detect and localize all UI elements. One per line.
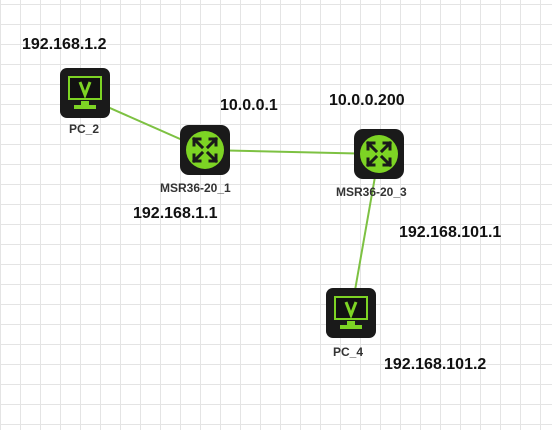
router-3-ip-wan: 10.0.0.200: [329, 92, 405, 109]
router-arrows-icon: [354, 129, 404, 179]
router-1-ip-wan: 10.0.0.1: [220, 97, 278, 114]
pc4-ip: 192.168.101.2: [384, 356, 487, 373]
router-1-node[interactable]: [180, 125, 230, 175]
pc2-node[interactable]: [60, 68, 110, 118]
pc2-ip: 192.168.1.2: [22, 36, 107, 53]
pc4-label: PC_4: [333, 345, 364, 359]
link-r3-pc4[interactable]: [350, 153, 380, 314]
pc4-node[interactable]: [326, 288, 376, 338]
router-1-label: MSR36-20_1: [160, 181, 231, 195]
monitor-icon: [60, 68, 110, 118]
link-r1-r3[interactable]: [204, 149, 380, 155]
router-3-node[interactable]: [354, 129, 404, 179]
router-3-label: MSR36-20_3: [336, 185, 407, 199]
router-3-ip-lan: 192.168.101.1: [399, 224, 502, 241]
router-arrows-icon: [180, 125, 230, 175]
pc2-label: PC_2: [69, 122, 100, 136]
monitor-icon: [326, 288, 376, 338]
router-1-ip-lan: 192.168.1.1: [133, 205, 218, 222]
